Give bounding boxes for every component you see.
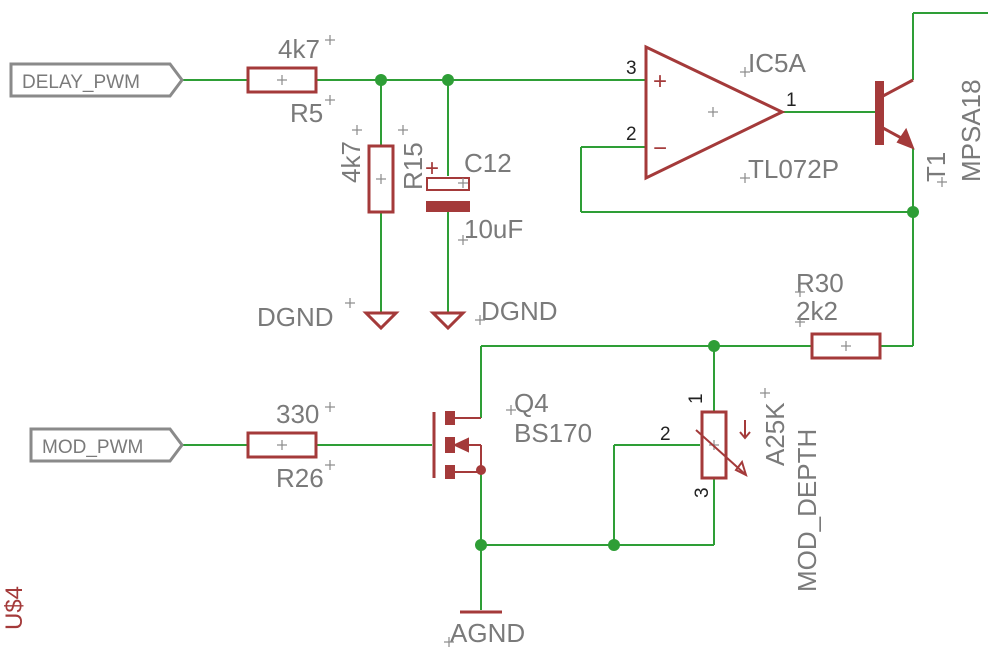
opamp-pin-2: 2 [626, 124, 637, 145]
ground-dgnd-left: DGND [257, 298, 400, 332]
resistor-r30[interactable]: R30 2k2 [795, 268, 882, 360]
t1-name: T1 [921, 152, 951, 182]
port-delay-pwm[interactable]: DELAY_PWM [9, 62, 184, 98]
ground-agnd: AGND [444, 610, 525, 648]
pot-name: MOD_DEPTH [792, 429, 822, 592]
resistor-r15[interactable]: 4k7 R15 [336, 125, 428, 214]
resistor-r26[interactable]: 330 R26 [246, 399, 335, 493]
opamp-minus-sign: − [653, 135, 667, 162]
dgnd-left-label: DGND [257, 302, 334, 332]
opamp-value: TL072P [748, 154, 839, 184]
opamp-ic5a[interactable]: + − 3 2 1 IC5A TL072P [626, 44, 839, 184]
q4-name: Q4 [514, 388, 549, 418]
opamp-plus-sign: + [653, 68, 667, 95]
potentiometer-mod-depth[interactable]: 1 2 3 A25K MOD_DEPTH [660, 388, 822, 592]
opamp-name: IC5A [748, 48, 806, 78]
r15-name: R15 [398, 142, 428, 190]
pot-value: A25K [760, 402, 790, 466]
resistor-r5[interactable]: 4k7 R5 [246, 34, 335, 128]
frame-label: U$4 [1, 586, 28, 630]
junction-dot [475, 539, 487, 551]
pot-pin-2: 2 [660, 424, 671, 445]
junctions [375, 74, 919, 551]
port-mod-pwm-label: MOD_PWM [42, 437, 143, 458]
c12-value: 10uF [464, 214, 523, 244]
pot-pin-1: 1 [686, 393, 707, 404]
r15-value: 4k7 [336, 141, 366, 183]
capacitor-c12[interactable]: + C12 10uF [425, 148, 523, 245]
c12-name: C12 [464, 148, 512, 178]
mosfet-q4[interactable]: Q4 BS170 [432, 388, 592, 479]
port-delay-pwm-label: DELAY_PWM [22, 72, 140, 93]
dgnd-right-label: DGND [481, 296, 558, 326]
junction-dot [608, 539, 620, 551]
pot-pin-3: 3 [692, 487, 713, 498]
q4-value: BS170 [514, 418, 592, 448]
junction-dot [708, 340, 720, 352]
port-mod-pwm[interactable]: MOD_PWM [29, 427, 184, 463]
opamp-pin-3: 3 [626, 58, 637, 79]
t1-value: MPSA18 [956, 79, 986, 182]
opamp-pin-1: 1 [786, 90, 797, 111]
r5-name: R5 [290, 98, 323, 128]
junction-dot [442, 74, 454, 86]
agnd-label: AGND [450, 618, 525, 648]
r5-value: 4k7 [278, 34, 320, 64]
r30-name: R30 [796, 268, 844, 298]
wires [182, 12, 988, 610]
transistor-t1[interactable]: T1 MPSA18 [875, 78, 986, 187]
frame-u4: U$4 [1, 586, 28, 630]
junction-dot [375, 74, 387, 86]
junction-dot [907, 206, 919, 218]
r26-name: R26 [276, 463, 324, 493]
ground-dgnd-right: DGND [429, 296, 558, 331]
r26-value: 330 [276, 399, 319, 429]
c12-polarity: + [425, 155, 439, 182]
r30-value: 2k2 [796, 296, 838, 326]
